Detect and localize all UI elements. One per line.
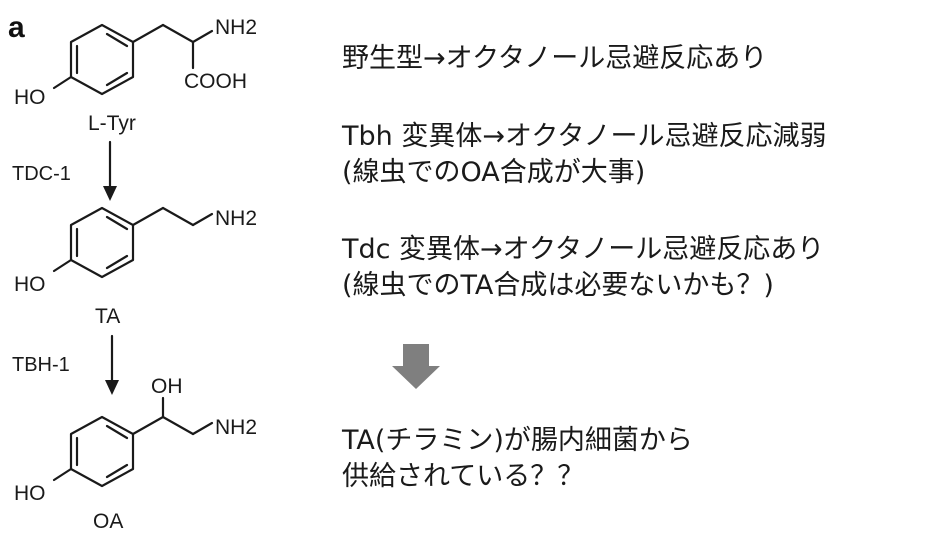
oa-benzene-ring (69, 415, 135, 488)
tyramine-structure (52, 206, 214, 279)
note-wildtype: 野生型→オクタノール忌避反応あり (342, 43, 768, 74)
tyr-carboxyl-label: COOH (184, 70, 247, 93)
note-tbh-mutant: Tbh 変異体→オクタノール忌避反応減弱 (342, 121, 827, 152)
octopamine-structure (52, 396, 214, 488)
note-tyramine-source: TA(チラミン)が腸内細菌から (342, 425, 693, 456)
reaction-arrow-2 (105, 334, 119, 395)
tyr-amine-label: NH2 (215, 16, 257, 39)
oa-hydroxyl-label: HO (14, 482, 46, 505)
enzyme-tbh1-label: TBH-1 (12, 354, 70, 376)
tyr-name-label: L-Tyr (88, 112, 136, 135)
ta-name-label: TA (95, 305, 120, 328)
oa-hydroxyl-side-label: OH (151, 375, 183, 398)
conclusion-arrow (392, 344, 440, 389)
ta-benzene-ring (69, 206, 135, 279)
reaction-arrow-1 (103, 140, 117, 201)
oa-name-label: OA (93, 510, 123, 533)
note-supplied-question: 供給されている？？ (342, 461, 585, 492)
ta-amine-label: NH2 (215, 207, 257, 230)
ta-hydroxyl-label: HO (14, 273, 46, 296)
note-oa-synthesis: (線虫でのOA合成が大事) (342, 157, 646, 188)
enzyme-tdc1-label: TDC-1 (12, 163, 71, 185)
tyr-hydroxyl-label: HO (14, 86, 46, 109)
note-ta-synthesis: (線虫でのTA合成は必要ないかも？) (342, 270, 774, 301)
oa-amine-label: NH2 (215, 416, 257, 439)
tyrosine-structure (52, 23, 214, 96)
tyr-benzene-ring (69, 23, 135, 96)
note-tdc-mutant: Tdc 変異体→オクタノール忌避反応あり (342, 234, 825, 265)
panel-label: a (8, 11, 25, 44)
